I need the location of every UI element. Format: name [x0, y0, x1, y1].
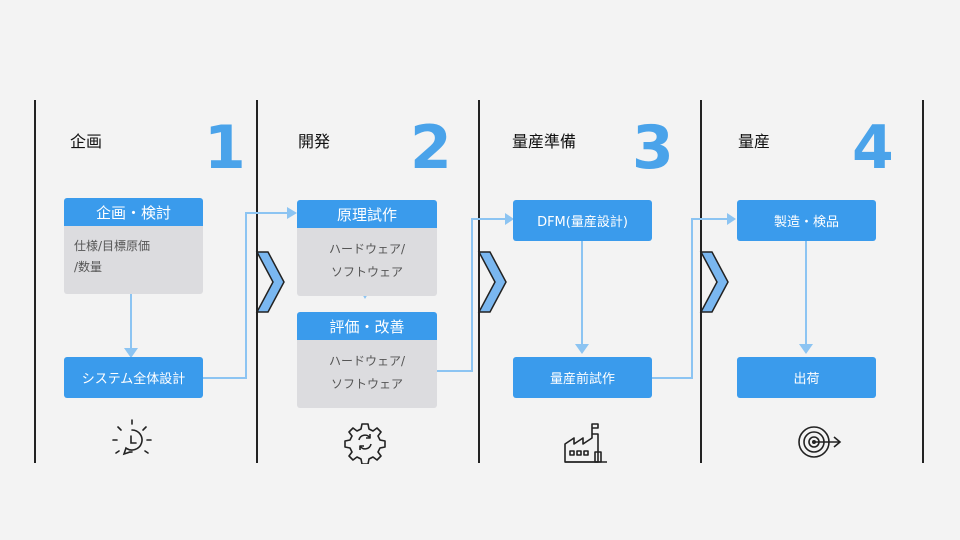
- system-design-box: システム全体設計: [64, 357, 203, 398]
- stage-title-preparation: 量産準備: [512, 132, 577, 151]
- prototype-card-text: ハードウェア/: [328, 242, 406, 256]
- evaluation-card-body: ハードウェア/ ソフトウェア: [297, 340, 437, 408]
- evaluation-card-text: ハードウェア/: [328, 354, 406, 368]
- target-icon: [798, 426, 842, 458]
- stage-number: 2: [410, 113, 452, 183]
- stage-chevron: [255, 251, 729, 313]
- gear-icon: [344, 423, 386, 464]
- planning-card-title: 企画・検討: [64, 198, 203, 226]
- stage-divider: [478, 100, 480, 463]
- stage-title-development: 開発: [298, 132, 331, 151]
- stage-title-planning: 企画: [70, 132, 103, 151]
- manufacturing-box: 製造・検品: [737, 200, 876, 241]
- stage-divider: [256, 100, 258, 463]
- planning-card-body: 仕様/目標原価 /数量: [64, 226, 203, 294]
- stage-number: 1: [204, 113, 246, 183]
- evaluation-card-title: 評価・改善: [297, 312, 437, 340]
- shipping-box: 出荷: [737, 357, 876, 398]
- stage-divider: [700, 100, 702, 463]
- stage-divider: [34, 100, 36, 463]
- lightbulb-icon: [112, 419, 152, 456]
- stage-number: 3: [632, 113, 674, 183]
- factory-icon: [564, 423, 607, 463]
- evaluation-card-text: ソフトウェア: [330, 377, 403, 391]
- stage-title-production: 量産: [738, 132, 771, 151]
- stage-number: 4: [852, 113, 894, 183]
- prototype-card-body: ハードウェア/ ソフトウェア: [297, 228, 437, 296]
- prototype-card-text: ソフトウェア: [330, 265, 403, 279]
- stage-divider: [922, 100, 924, 463]
- dfm-box: DFM(量産設計): [513, 200, 652, 241]
- planning-card-text: /数量: [74, 260, 103, 274]
- preproduction-box: 量産前試作: [513, 357, 652, 398]
- planning-card-text: 仕様/目標原価: [74, 239, 151, 253]
- prototype-card-title: 原理試作: [297, 200, 437, 228]
